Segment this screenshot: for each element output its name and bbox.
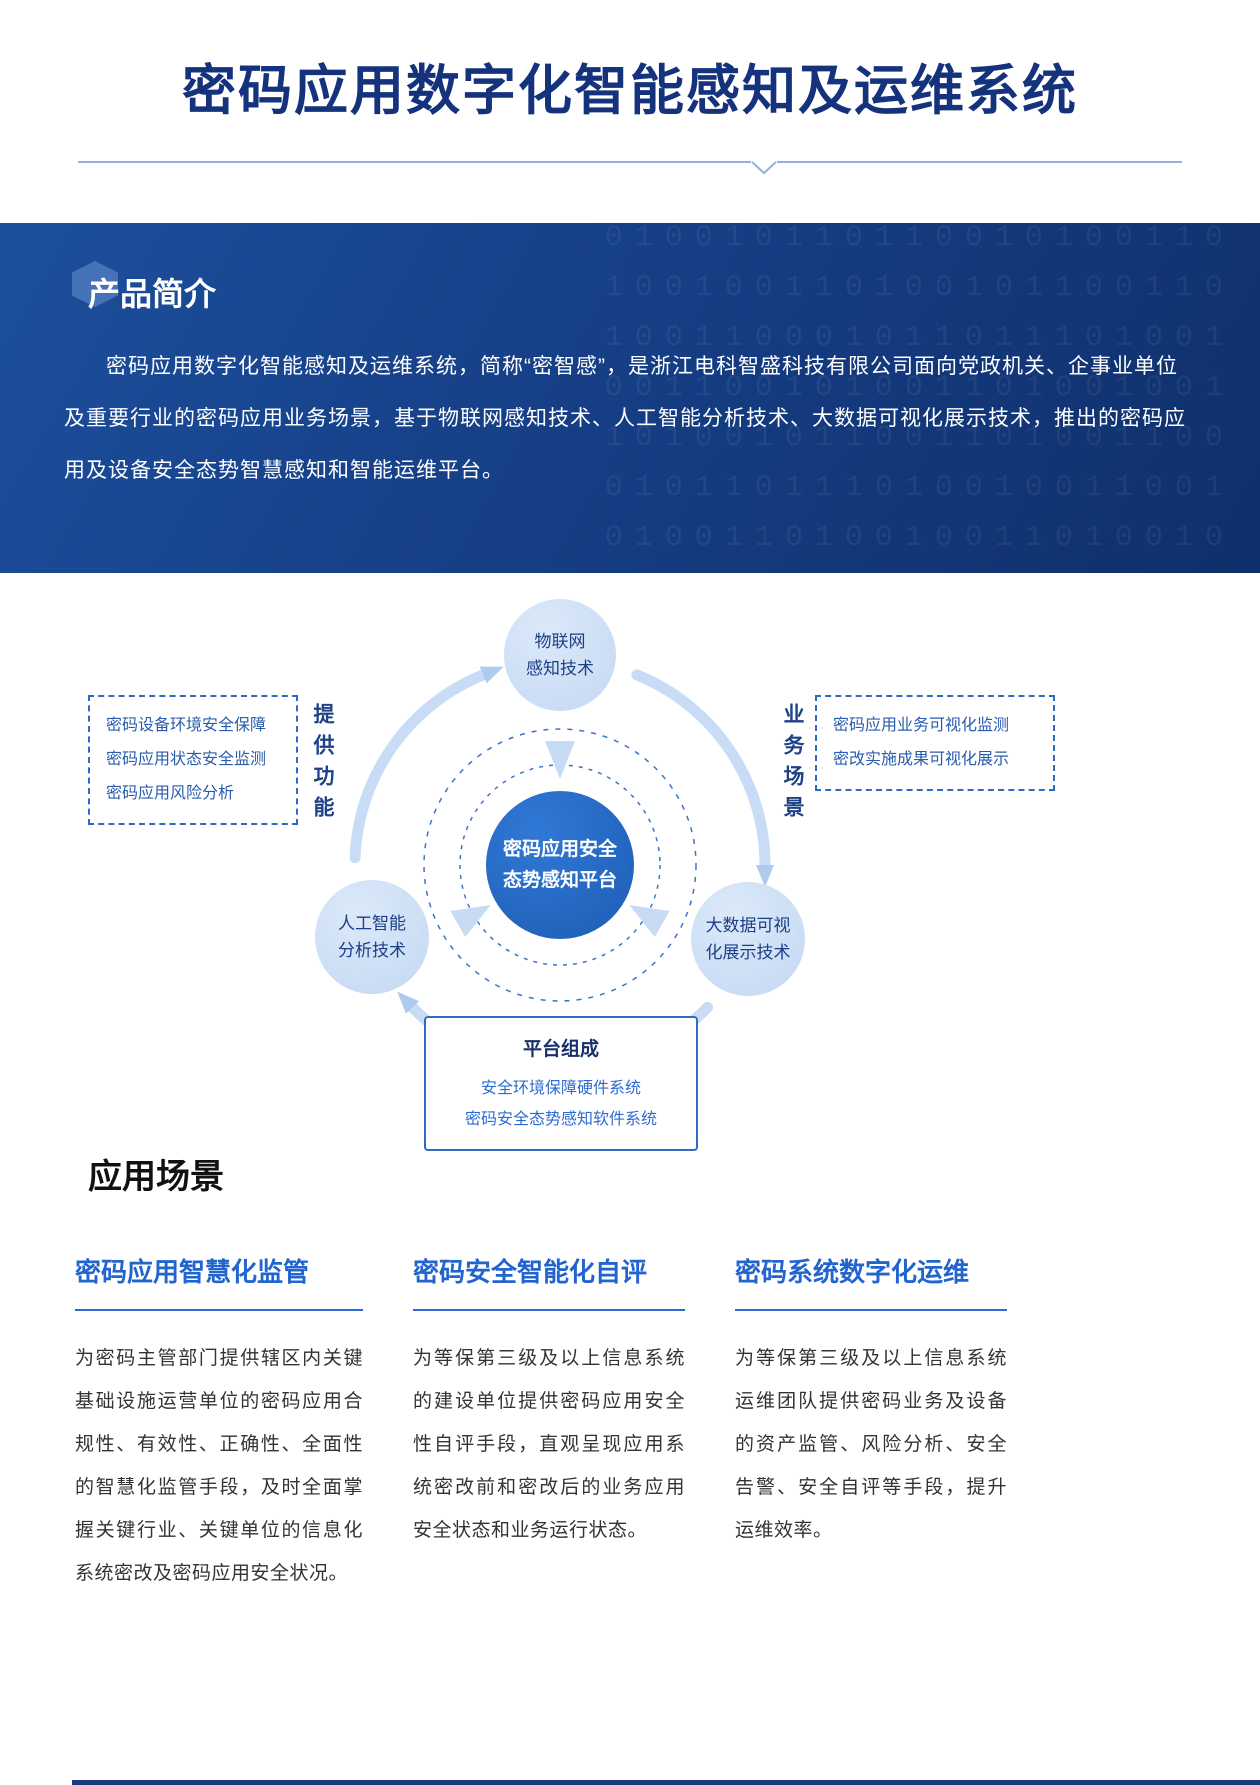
node-bigdata-line1: 大数据可视	[705, 916, 791, 935]
platform-box-title: 平台组成	[522, 1039, 599, 1060]
function-item: 密码应用状态安全监测	[106, 751, 267, 768]
card-body: 为密码主管部门提供辖区内关键基础设施运营单位的密码应用合规性、有效性、正确性、全…	[75, 1348, 363, 1584]
node-bigdata: 大数据可视 化展示技术	[691, 882, 805, 996]
card-body: 为等保第三级及以上信息系统运维团队提供密码业务及设备的资产监管、风险分析、安全告…	[735, 1348, 1007, 1541]
chevron-down-icon	[751, 161, 778, 175]
node-iot: 物联网 感知技术	[504, 599, 616, 711]
title-section: 密码应用数字化智能感知及运维系统	[0, 0, 1260, 175]
platform-diagram: 物联网 感知技术 人工智能 分析技术 大数据可视 化展示技术 密码应用安全 态势…	[0, 573, 1260, 1151]
card-self-assessment: 密码安全智能化自评 为等保第三级及以上信息系统的建设单位提供密码应用安全性自评手…	[413, 1252, 685, 1595]
functions-box: 密码设备环境安全保障 密码应用状态安全监测 密码应用风险分析	[88, 695, 298, 825]
platform-box-item: 安全环境保障硬件系统	[480, 1080, 641, 1097]
application-cards: 密码应用智慧化监管 为密码主管部门提供辖区内关键基础设施运营单位的密码应用合规性…	[75, 1252, 1260, 1595]
applications-heading: 应用场景	[88, 1158, 224, 1196]
intro-heading: 产品简介	[72, 261, 217, 315]
center-node-line1: 密码应用安全	[502, 839, 617, 860]
card-title: 密码系统数字化运维	[735, 1252, 1007, 1311]
node-ai-line1: 人工智能	[338, 914, 406, 933]
function-item: 密码应用风险分析	[106, 785, 235, 802]
card-operations: 密码系统数字化运维 为等保第三级及以上信息系统运维团队提供密码业务及设备的资产监…	[735, 1252, 1007, 1595]
card-supervision: 密码应用智慧化监管 为密码主管部门提供辖区内关键基础设施运营单位的密码应用合规性…	[75, 1252, 363, 1595]
center-platform-node: 密码应用安全 态势感知平台	[486, 791, 634, 939]
node-bigdata-line2: 化展示技术	[705, 943, 791, 962]
center-node-line2: 态势感知平台	[502, 870, 617, 891]
scenarios-vertical-label: 业务场景	[781, 703, 804, 827]
product-intro-banner: 0100101101100101001101001001101001011001…	[0, 223, 1260, 573]
divider-line-right	[777, 161, 1182, 163]
platform-composition-box: 平台组成 安全环境保障硬件系统 密码安全态势感知软件系统	[424, 1016, 698, 1151]
card-title: 密码应用智慧化监管	[75, 1252, 363, 1311]
divider-line-left	[78, 161, 752, 163]
function-item: 密码设备环境安全保障	[106, 717, 267, 734]
scenario-item: 密改实施成果可视化展示	[833, 751, 1010, 768]
card-body: 为等保第三级及以上信息系统的建设单位提供密码应用安全性自评手段，直观呈现应用系统…	[413, 1348, 685, 1541]
scenarios-box: 密码应用业务可视化监测 密改实施成果可视化展示	[815, 695, 1055, 791]
node-iot-line2: 感知技术	[526, 659, 594, 678]
scenario-item: 密码应用业务可视化监测	[833, 717, 1010, 734]
applications-heading-wrap: 应用场景	[72, 1143, 224, 1198]
intro-paragraph: 密码应用数字化智能感知及运维系统，简称“密智感”，是浙江电科智盛科技有限公司面向…	[64, 355, 1186, 482]
node-iot-line1: 物联网	[534, 632, 586, 651]
page-title: 密码应用数字化智能感知及运维系统	[182, 61, 1078, 121]
node-ai: 人工智能 分析技术	[315, 880, 429, 994]
title-divider	[78, 161, 1182, 175]
node-ai-line2: 分析技术	[338, 941, 406, 960]
platform-box-item: 密码安全态势感知软件系统	[464, 1111, 657, 1128]
functions-vertical-label: 提供功能	[311, 703, 334, 827]
footer-bar	[72, 1780, 1260, 1785]
card-title: 密码安全智能化自评	[413, 1252, 685, 1311]
intro-heading-text: 产品简介	[88, 276, 217, 312]
